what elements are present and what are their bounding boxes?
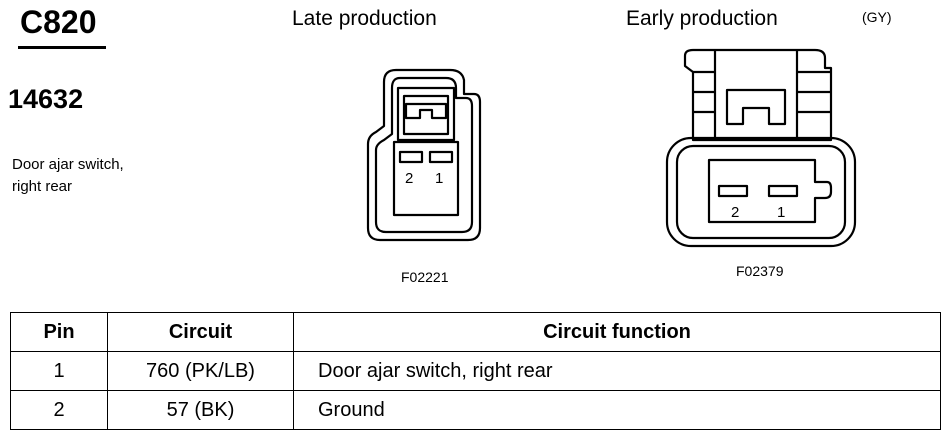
early-figure-id: F02379 xyxy=(736,263,784,279)
circuit-function-cell: Ground xyxy=(293,390,941,430)
late-pin-1-label: 1 xyxy=(435,170,443,187)
part-number: 14632 xyxy=(8,84,84,114)
early-pin-1-terminal xyxy=(767,184,799,198)
early-latch-center-tab xyxy=(725,88,787,126)
connector-id-underline xyxy=(18,46,106,49)
header-pin: Pin xyxy=(10,312,108,352)
early-pin-2-label: 2 xyxy=(731,204,739,221)
table-row: 1 760 (PK/LB) Door ajar switch, right re… xyxy=(10,351,941,391)
connector-id: C820 xyxy=(20,4,97,40)
late-figure-id: F02221 xyxy=(401,269,449,285)
pin-cell: 1 xyxy=(10,351,108,391)
late-connector-outer-housing xyxy=(366,68,482,242)
early-production-connector-diagram: 2 1 xyxy=(665,48,857,248)
late-pin-2-label: 2 xyxy=(405,170,413,187)
late-connector-latch-outer xyxy=(396,86,456,142)
description-line-1: Door ajar switch, xyxy=(12,156,124,173)
late-pin-2-terminal xyxy=(398,150,424,164)
circuit-cell: 760 (PK/LB) xyxy=(107,351,294,391)
pin-cell: 2 xyxy=(10,390,108,430)
early-connector-inner-shell xyxy=(675,144,847,240)
early-pin-1-label: 1 xyxy=(777,204,785,221)
late-pin-1-terminal xyxy=(428,150,454,164)
early-connector-latch-housing xyxy=(683,48,833,142)
late-connector-latch-tab xyxy=(404,102,448,120)
pinout-table: Pin Circuit Circuit function 1 760 (PK/L… xyxy=(10,312,941,430)
early-connector-outer-shell xyxy=(665,136,857,248)
early-pin-2-terminal xyxy=(717,184,749,198)
late-connector-latch-inner xyxy=(402,94,450,136)
circuit-cell: 57 (BK) xyxy=(107,390,294,430)
connector-description: Door ajar switch, right rear xyxy=(12,154,172,198)
late-production-connector-diagram: 2 1 xyxy=(366,68,482,242)
header-circuit-function: Circuit function xyxy=(293,312,941,352)
connector-color-code: (GY) xyxy=(862,9,892,25)
header-circuit: Circuit xyxy=(107,312,294,352)
circuit-function-cell: Door ajar switch, right rear xyxy=(293,351,941,391)
early-connector-pin-cavity xyxy=(707,158,833,224)
late-connector-inner-housing xyxy=(374,76,474,234)
late-connector-pin-block xyxy=(392,140,460,217)
table-header-row: Pin Circuit Circuit function xyxy=(10,312,941,352)
late-production-heading: Late production xyxy=(292,7,437,30)
description-line-2: right rear xyxy=(12,178,73,195)
early-production-heading: Early production xyxy=(626,7,778,30)
table-row: 2 57 (BK) Ground xyxy=(10,390,941,430)
